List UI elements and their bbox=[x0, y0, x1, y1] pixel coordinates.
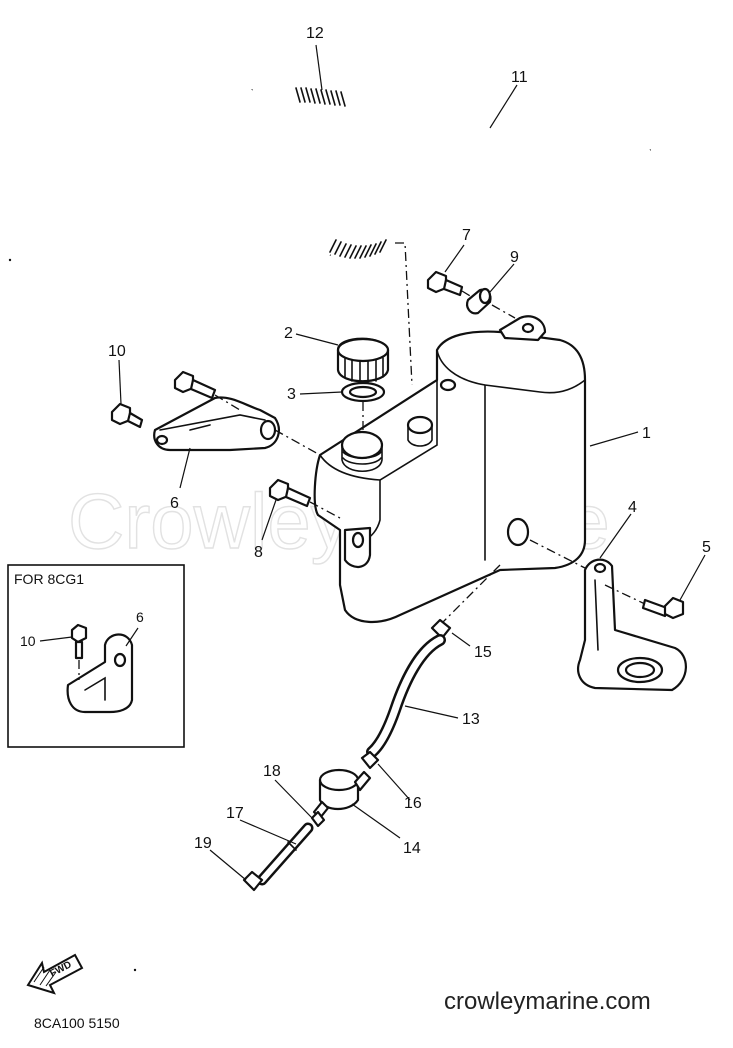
bolt-6-line bbox=[214, 394, 241, 411]
site-url: crowleymarine.com bbox=[444, 988, 651, 1015]
bracket-tank-line bbox=[274, 429, 321, 456]
collar-9 bbox=[466, 287, 492, 315]
fuel-hose-13 bbox=[366, 634, 446, 758]
callout-14: 14 bbox=[403, 840, 421, 857]
callout-7: 7 bbox=[462, 227, 471, 244]
callout-10: 10 bbox=[108, 343, 126, 360]
callout-1: 1 bbox=[642, 425, 651, 442]
forward-arrow-icon: FWD bbox=[26, 953, 84, 995]
callout-4: 4 bbox=[628, 499, 637, 516]
inset-8cg1: FOR 8CG1 bbox=[7, 564, 185, 748]
callout-18: 18 bbox=[263, 763, 281, 780]
inset-label: FOR 8CG1 bbox=[14, 571, 84, 587]
clip-18 bbox=[310, 810, 326, 828]
callout-8: 8 bbox=[254, 544, 263, 561]
vent-hose-11 bbox=[240, 82, 652, 258]
callout-13: 13 bbox=[462, 711, 480, 728]
bolt-6-top bbox=[173, 370, 217, 400]
hose-routing-line bbox=[395, 242, 413, 386]
hose-17 bbox=[256, 822, 314, 886]
fitting-19 bbox=[242, 870, 264, 892]
callout-9: 9 bbox=[510, 249, 519, 266]
callout-5: 5 bbox=[702, 539, 711, 556]
bracket-6 bbox=[153, 396, 280, 452]
inset-callout-10: 10 bbox=[20, 633, 36, 649]
inset-callout-6: 6 bbox=[136, 609, 144, 625]
fuel-tank-1 bbox=[313, 315, 587, 624]
fuel-filter-14 bbox=[312, 768, 372, 820]
bolt-5 bbox=[641, 596, 685, 620]
spring-12 bbox=[295, 87, 387, 259]
callout-19: 19 bbox=[194, 835, 212, 852]
callout-2: 2 bbox=[284, 325, 293, 342]
fuel-outlet-line bbox=[439, 564, 501, 626]
callout-15: 15 bbox=[474, 644, 492, 661]
bolt-8 bbox=[268, 478, 312, 508]
bracket-4 bbox=[577, 558, 687, 692]
callout-16: 16 bbox=[404, 795, 422, 812]
cap-seal-3 bbox=[340, 381, 386, 403]
callout-numbers: 12 11 7 9 2 3 1 10 6 8 4 5 15 13 16 14 1… bbox=[20, 25, 711, 857]
bolt-10 bbox=[110, 402, 144, 429]
callout-12: 12 bbox=[306, 25, 324, 42]
leader-lines bbox=[118, 44, 706, 881]
callout-6: 6 bbox=[170, 495, 179, 512]
fuel-cap-2 bbox=[336, 337, 390, 383]
bracket-4-line bbox=[529, 539, 646, 605]
callout-17: 17 bbox=[226, 805, 244, 822]
drawing-code: 8CA100 5150 bbox=[34, 1015, 120, 1031]
callout-3: 3 bbox=[287, 386, 296, 403]
bolt-7 bbox=[426, 270, 464, 297]
bolt-8-line bbox=[309, 501, 341, 519]
callout-11: 11 bbox=[511, 69, 528, 86]
clip-16 bbox=[360, 750, 380, 770]
bolt-7-line bbox=[461, 290, 516, 319]
